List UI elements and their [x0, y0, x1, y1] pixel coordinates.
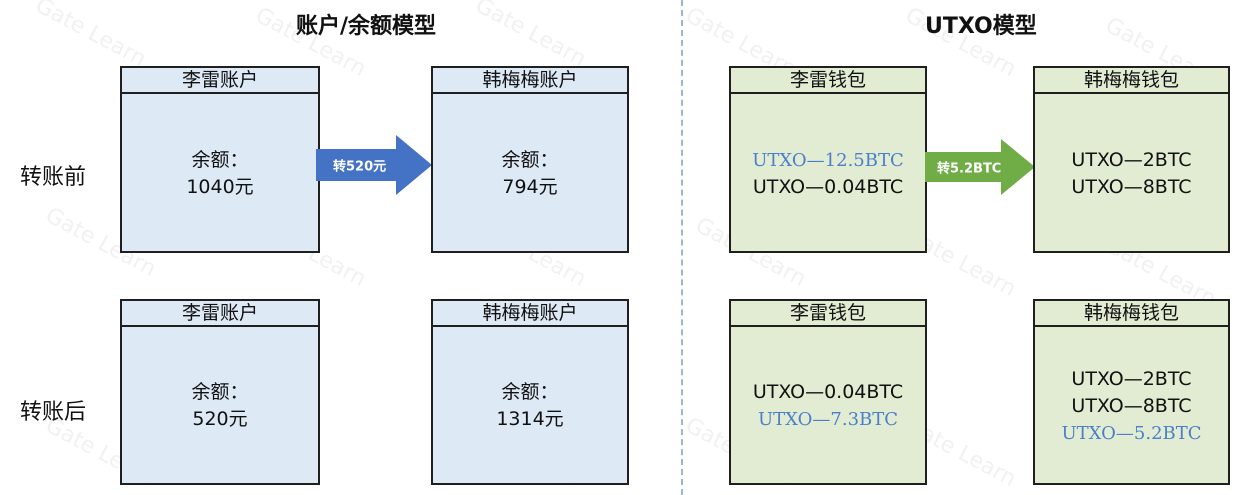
wallet-box-han-before: 韩梅梅钱包 UTXO—2BTC UTXO—8BTC: [1033, 66, 1230, 253]
transfer-label: 转520元: [333, 159, 387, 175]
transfer-label: 转5.2BTC: [937, 161, 1002, 177]
utxo-item: UTXO—2BTC: [1071, 367, 1192, 390]
transfer-arrow-utxo: 转5.2BTC: [925, 139, 1035, 195]
balance-label: 余额：: [501, 148, 559, 171]
account-box-li-before: 李雷账户 余额： 1040元: [120, 66, 320, 253]
account-header: 李雷账户: [122, 68, 318, 94]
utxo-item: UTXO—5.2BTC: [1061, 422, 1202, 444]
account-header: 韩梅梅账户: [433, 301, 627, 327]
utxo-item: UTXO—0.04BTC: [752, 175, 904, 198]
wallet-box-han-after: 韩梅梅钱包 UTXO—2BTC UTXO—8BTC UTXO—5.2BTC: [1033, 299, 1230, 485]
utxo-model-title: UTXO模型: [925, 14, 1037, 39]
utxo-item: UTXO—8BTC: [1071, 394, 1192, 417]
balance-label: 余额：: [501, 381, 559, 403]
balance-value: 1314元: [496, 408, 564, 430]
wallet-body: UTXO—2BTC UTXO—8BTC UTXO—5.2BTC: [1035, 329, 1228, 483]
utxo-item: UTXO—0.04BTC: [752, 381, 904, 403]
watermark: Gate Learn: [471, 0, 590, 72]
account-body: 余额： 1314元: [433, 329, 627, 483]
account-box-han-after: 韩梅梅账户 余额： 1314元: [431, 299, 629, 485]
balance-value: 794元: [502, 175, 558, 198]
account-header: 韩梅梅账户: [433, 68, 627, 94]
wallet-body: UTXO—12.5BTC UTXO—0.04BTC: [731, 96, 925, 251]
utxo-item: UTXO—2BTC: [1071, 148, 1192, 171]
account-body: 余额： 1040元: [122, 96, 318, 251]
utxo-item: UTXO—7.3BTC: [757, 409, 899, 430]
section-divider: [681, 0, 683, 495]
wallet-box-li-after: 李雷钱包 UTXO—0.04BTC UTXO—7.3BTC: [729, 299, 927, 485]
wallet-body: UTXO—2BTC UTXO—8BTC: [1035, 96, 1228, 251]
wallet-header: 李雷钱包: [731, 68, 925, 94]
account-header: 李雷账户: [122, 301, 318, 327]
wallet-header: 韩梅梅钱包: [1035, 301, 1228, 327]
balance-value: 520元: [192, 408, 248, 430]
account-body: 余额： 520元: [122, 329, 318, 483]
row-label-before: 转账前: [20, 165, 87, 190]
arrow-shape: [316, 135, 432, 195]
account-box-han-before: 韩梅梅账户 余额： 794元: [431, 66, 629, 253]
balance-value: 1040元: [186, 175, 254, 198]
row-label-after: 转账后: [20, 400, 87, 425]
balance-label: 余额：: [191, 148, 249, 171]
watermark: Gate Learn: [31, 0, 150, 72]
wallet-box-li-before: 李雷钱包 UTXO—12.5BTC UTXO—0.04BTC: [729, 66, 927, 253]
wallet-header: 李雷钱包: [731, 301, 925, 327]
account-body: 余额： 794元: [433, 96, 627, 251]
wallet-body: UTXO—0.04BTC UTXO—7.3BTC: [731, 329, 925, 483]
utxo-item: UTXO—12.5BTC: [752, 149, 904, 171]
transfer-arrow-account: 转520元: [316, 135, 432, 195]
utxo-item: UTXO—8BTC: [1071, 175, 1192, 198]
account-model-title: 账户/余额模型: [296, 14, 437, 39]
balance-label: 余额：: [191, 381, 249, 403]
account-box-li-after: 李雷账户 余额： 520元: [120, 299, 320, 485]
arrow-shape: [925, 139, 1035, 195]
wallet-header: 韩梅梅钱包: [1035, 68, 1228, 94]
